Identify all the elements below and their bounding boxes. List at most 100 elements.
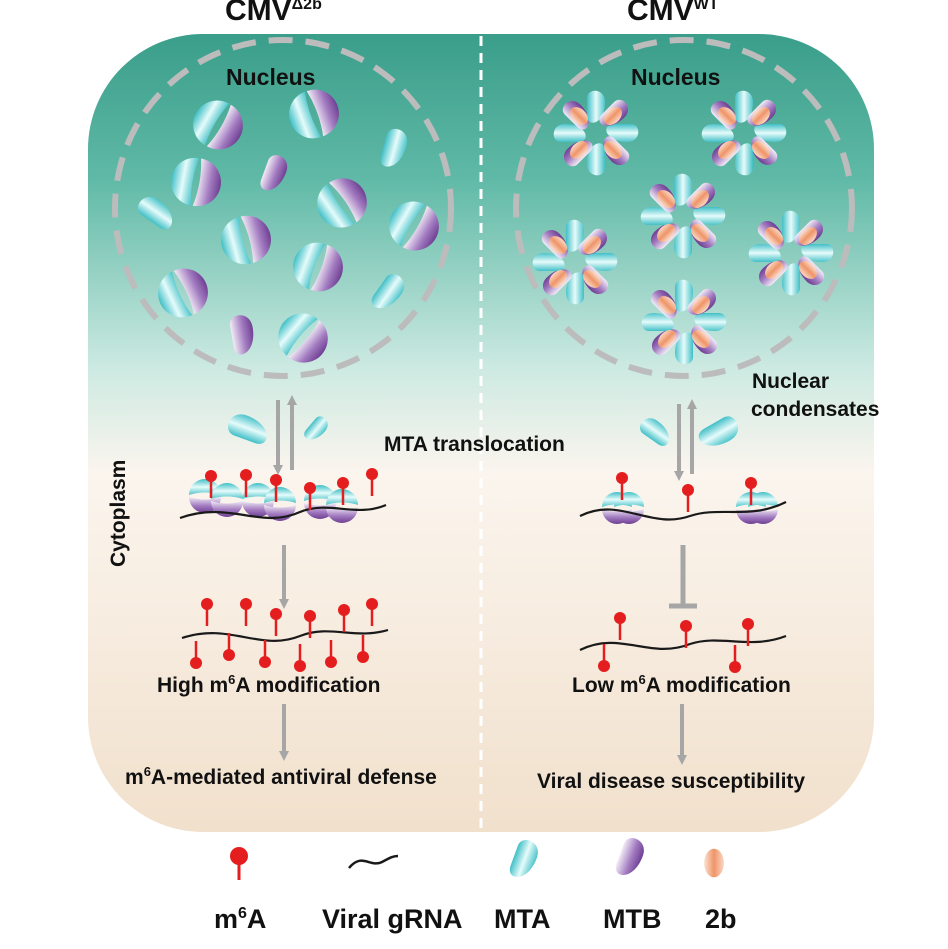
nuclear-condensate <box>641 279 727 365</box>
mta-protein <box>694 312 727 332</box>
nuclear-condensates-label-1: Nuclear <box>752 370 830 393</box>
mta-protein <box>801 243 834 263</box>
protein-2b <box>570 141 588 159</box>
left-title: CMVΔ2b <box>225 0 322 28</box>
protein-2b <box>604 107 622 125</box>
m6a-mark <box>598 644 610 672</box>
viral-grna-strand <box>181 628 389 642</box>
process-arrows <box>279 545 697 765</box>
mta-mtb-complex <box>158 268 208 318</box>
mta-protein <box>586 143 606 176</box>
mta-protein <box>754 123 787 143</box>
m6a-mark <box>223 633 235 661</box>
protein-2b <box>765 227 783 245</box>
m6a-mark <box>680 620 692 648</box>
m6a-mark <box>205 470 217 498</box>
nuclear-condensate <box>640 173 726 259</box>
legend-2b-label: 2b <box>705 904 737 934</box>
mta-protein <box>734 143 754 176</box>
protein-2b <box>752 141 770 159</box>
viral-grna-strand <box>579 634 787 651</box>
protein-2b <box>692 296 710 314</box>
protein-2b <box>752 107 770 125</box>
mta-protein <box>641 312 674 332</box>
m6a-mark <box>338 604 350 632</box>
mta-protein <box>698 416 739 446</box>
mta-mtb-complex <box>171 157 221 207</box>
mta-protein <box>371 273 405 309</box>
protein-2b <box>658 296 676 314</box>
right-nucleus-membrane <box>513 37 855 379</box>
m6a-mark <box>742 618 754 646</box>
mta-mtb-complex <box>389 201 439 251</box>
m6a-mark <box>240 598 252 626</box>
mta-protein <box>606 123 639 143</box>
mta-protein <box>748 243 781 263</box>
left-nucleus-label: Nucleus <box>226 64 316 90</box>
left-nucleus-proteins <box>137 89 439 363</box>
right-nucleus-label: Nucleus <box>631 64 721 90</box>
left-title-main: CMV <box>225 0 292 27</box>
mta-protein <box>781 210 801 243</box>
right-title-super: WT <box>693 0 719 13</box>
viral-grna-strand <box>179 503 387 520</box>
protein-2b <box>549 236 567 254</box>
protein-2b <box>658 330 676 348</box>
m6a-mark <box>357 635 369 663</box>
mta-protein <box>640 206 673 226</box>
mta-mtb-complex <box>748 492 778 524</box>
legend-m6a-label: m6A <box>214 904 267 934</box>
nuclear-condensate <box>553 90 639 176</box>
viral-grna-legend-icon <box>348 854 399 869</box>
mta-protein <box>304 416 328 440</box>
right-modification-label: Low m6A modification <box>572 672 791 697</box>
nuclear-condensate <box>748 210 834 296</box>
protein-2b <box>765 261 783 279</box>
legend-mta-label: MTA <box>494 904 551 934</box>
m6a-mark <box>190 641 202 669</box>
mta-protein <box>734 90 754 123</box>
mta-mtb-complex <box>189 479 221 513</box>
protein-2b <box>718 107 736 125</box>
m6a-mark <box>616 472 628 500</box>
m6a-mark <box>682 484 694 512</box>
m6a-mark <box>304 482 316 510</box>
mta-protein <box>565 219 585 252</box>
mta-protein <box>565 272 585 305</box>
left-title-super: Δ2b <box>291 0 322 13</box>
mta-protein <box>673 173 693 206</box>
mta-protein <box>586 90 606 123</box>
left-outcome-label: m6A-mediated antiviral defense <box>125 764 437 789</box>
mta-mtb-complex <box>278 313 328 363</box>
protein-2b <box>570 107 588 125</box>
mta-protein <box>781 263 801 296</box>
protein-2b <box>549 270 567 288</box>
mta-protein <box>674 332 694 365</box>
mta-protein <box>673 226 693 259</box>
m6a-mark <box>294 644 306 672</box>
left-nucleus-membrane <box>112 37 454 379</box>
right-title-main: CMV <box>627 0 694 27</box>
m6a-mark <box>259 640 271 668</box>
protein-2b <box>583 270 601 288</box>
m6a-legend-icon <box>230 847 248 865</box>
m6a-mark <box>201 598 213 626</box>
protein-2b <box>657 190 675 208</box>
mta-mtb-complex <box>221 215 271 265</box>
m6a-mark <box>614 612 626 640</box>
protein-2b <box>718 141 736 159</box>
protein-2b <box>799 261 817 279</box>
mta-protein <box>674 279 694 312</box>
protein-2b <box>692 330 710 348</box>
legend-icons <box>230 838 724 880</box>
mta-protein <box>693 206 726 226</box>
translocation-arrows <box>228 395 739 481</box>
viral-grna-strand <box>579 501 787 521</box>
mta-mtb-complex <box>289 89 339 139</box>
protein-2b <box>583 236 601 254</box>
protein-2b <box>799 227 817 245</box>
m6a-mark <box>729 645 741 673</box>
mta-protein <box>532 252 565 272</box>
m6a-mark <box>366 598 378 626</box>
